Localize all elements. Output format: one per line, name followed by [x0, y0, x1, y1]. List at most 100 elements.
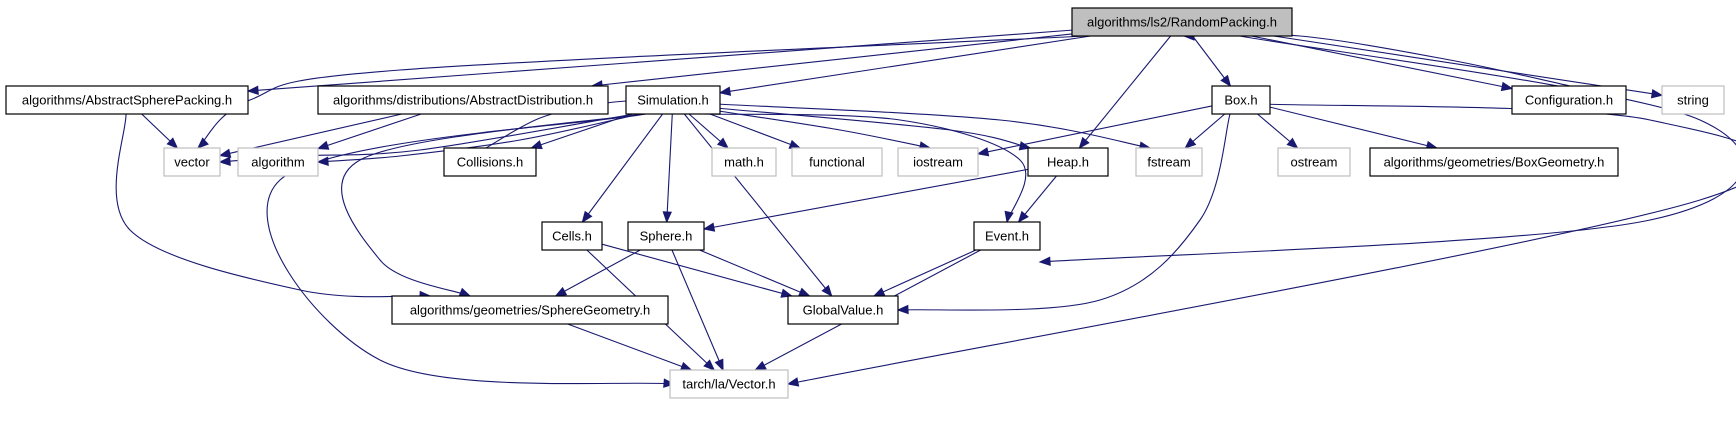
node-iostream: iostream [897, 147, 979, 177]
edge-sim-to-globalvalue-line [683, 113, 833, 297]
node-boxgeom[interactable]: algorithms/geometries/BoxGeometry.h [1369, 147, 1619, 177]
edge-heap-to-sphere [702, 168, 1029, 232]
node-math-box [711, 147, 777, 177]
edge-root-to-vector-arrowhead [197, 137, 209, 149]
edge-root-to-event-line [1039, 35, 1736, 263]
edge-asp-to-vector-arrowhead [166, 137, 179, 149]
edge-sphere-to-vectorh-line [671, 249, 724, 371]
edge-heap-to-sphere-line [703, 168, 1029, 230]
node-collisions[interactable]: Collisions.h [443, 147, 537, 177]
edge-sim-to-functional-arrowhead [788, 139, 802, 149]
edge-root-to-box-arrowhead [1220, 74, 1232, 88]
node-sim-box [625, 85, 721, 115]
node-adist-label: algorithms/distributions/AbstractDistrib… [333, 93, 593, 108]
edge-root-to-asp [246, 29, 1073, 96]
edge-sim-to-vectorh-arrowhead [663, 378, 676, 388]
edge-sim-to-spheregeom-line [341, 113, 643, 297]
edge-box-to-globalvalue-arrowhead [896, 304, 909, 315]
edge-sim-to-iostream-line [711, 109, 931, 149]
node-math: math.h [711, 147, 777, 177]
node-vector: vector [163, 147, 221, 177]
edge-root-to-string [1273, 35, 1664, 99]
edge-adist-to-vector-arrowhead [218, 148, 232, 158]
edge-box-to-vectorh [786, 103, 1736, 387]
edge-root-to-event-arrowhead [1038, 256, 1051, 267]
edge-event-to-globalvalue-line [873, 249, 977, 297]
edge-sim-to-sphere-arrowhead [662, 211, 672, 224]
edge-adist-to-algorithm [316, 113, 422, 150]
edge-spheregeom-to-vectorh-line [567, 323, 692, 371]
edge-sphere-to-spheregeom-line [555, 249, 641, 297]
node-adist-box [317, 85, 609, 115]
edge-root-to-heap [1078, 35, 1172, 150]
node-functional-box [791, 147, 883, 177]
edge-root-to-sim-line [719, 35, 1091, 94]
edge-sim-to-iostream [711, 109, 932, 151]
node-globalvalue-label: GlobalValue.h [803, 303, 884, 318]
edge-sim-to-vector-arrowhead [218, 156, 231, 166]
node-sphere-label: Sphere.h [640, 229, 693, 244]
edge-sim-to-math [688, 113, 729, 149]
node-sim[interactable]: Simulation.h [625, 85, 721, 115]
node-cells-label: Cells.h [552, 229, 592, 244]
node-vector-label: vector [174, 155, 210, 170]
edge-sim-to-vectorh-line [266, 113, 675, 385]
node-adist[interactable]: algorithms/distributions/AbstractDistrib… [317, 85, 609, 115]
nodes-layer: algorithms/ls2/RandomPacking.halgorithms… [5, 7, 1725, 399]
edge-box-to-ostream-arrowhead [1286, 137, 1299, 149]
node-fstream-label: fstream [1147, 155, 1190, 170]
edge-event-to-globalvalue [872, 249, 977, 297]
node-event-label: Event.h [985, 229, 1029, 244]
edge-root-to-heap-line [1078, 35, 1172, 149]
edge-sim-to-collisions-line [531, 113, 632, 149]
node-sphere[interactable]: Sphere.h [627, 221, 705, 251]
node-box-box [1211, 85, 1271, 115]
node-config-box [1511, 85, 1627, 115]
node-ostream: ostream [1277, 147, 1351, 177]
edges-layer [115, 29, 1736, 388]
node-collisions-label: Collisions.h [457, 155, 523, 170]
edge-box-to-iostream [976, 105, 1213, 157]
edge-root-to-sim-arrowhead [718, 86, 732, 96]
edge-box-to-ostream [1257, 113, 1299, 149]
edge-box-to-iostream-arrowhead [976, 147, 990, 157]
node-heap-box [1027, 147, 1109, 177]
edge-root-to-sim [718, 35, 1091, 96]
node-root[interactable]: algorithms/ls2/RandomPacking.h [1071, 7, 1293, 37]
edge-box-to-vectorh-arrowhead [786, 377, 800, 387]
node-heap[interactable]: Heap.h [1027, 147, 1109, 177]
node-cells-box [541, 221, 603, 251]
node-spheregeom[interactable]: algorithms/geometries/SphereGeometry.h [391, 295, 669, 325]
node-algorithm-box [237, 147, 319, 177]
node-functional-label: functional [809, 155, 865, 170]
edge-sim-to-sphere [662, 113, 673, 224]
node-event[interactable]: Event.h [973, 221, 1041, 251]
edge-box-to-iostream-line [977, 105, 1213, 155]
edge-sim-to-event-line [703, 113, 1027, 223]
edge-sim-to-heap [715, 107, 1032, 151]
node-asp[interactable]: algorithms/AbstractSpherePacking.h [5, 85, 249, 115]
edge-box-to-globalvalue [896, 113, 1231, 315]
node-event-box [973, 221, 1041, 251]
edge-root-to-asp-arrowhead [246, 85, 259, 96]
edge-event-to-globalvalue-arrowhead [872, 287, 886, 297]
edge-sim-to-fstream-line [715, 103, 1151, 149]
edge-asp-to-spheregeom [115, 113, 432, 301]
node-algorithm: algorithm [237, 147, 319, 177]
edge-heap-to-sphere-arrowhead [702, 222, 716, 232]
node-iostream-label: iostream [913, 155, 963, 170]
node-globalvalue[interactable]: GlobalValue.h [787, 295, 899, 325]
edge-sphere-to-vectorh [671, 249, 724, 372]
node-vectorh-label: tarch/la/Vector.h [682, 377, 775, 392]
edge-sim-to-globalvalue-arrowhead [821, 284, 833, 298]
node-cells[interactable]: Cells.h [541, 221, 603, 251]
edge-heap-to-event-arrowhead [1017, 210, 1029, 224]
node-config[interactable]: Configuration.h [1511, 85, 1627, 115]
edge-sim-to-event [703, 113, 1027, 224]
edge-sphere-to-globalvalue-line [699, 249, 810, 297]
node-string-label: string [1677, 93, 1709, 108]
node-box[interactable]: Box.h [1211, 85, 1271, 115]
edge-sim-to-collisions [530, 113, 632, 150]
node-fstream-box [1135, 147, 1203, 177]
node-root-label: algorithms/ls2/RandomPacking.h [1087, 15, 1277, 30]
